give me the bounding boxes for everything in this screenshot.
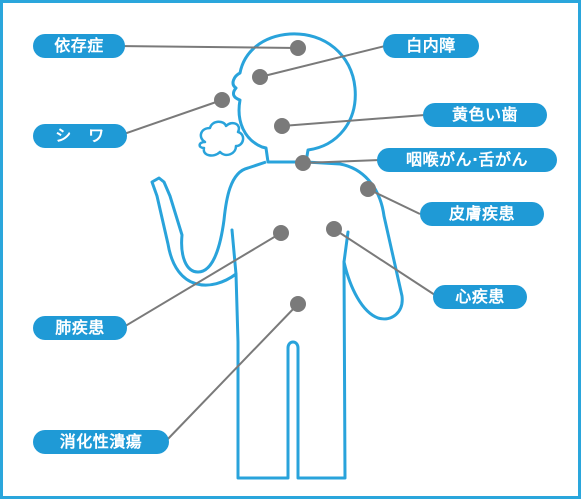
body-outline xyxy=(150,160,404,480)
marker-ulcer xyxy=(290,296,306,312)
line-skin xyxy=(367,188,421,215)
line-yellow-teeth xyxy=(281,114,426,127)
label-peptic-ulcer: 消化性潰瘍 xyxy=(33,430,169,454)
label-cataract: 白内障 xyxy=(383,34,479,58)
line-ulcer xyxy=(164,303,299,443)
leader-lines xyxy=(117,45,439,443)
marker-lung xyxy=(273,225,289,241)
line-throat xyxy=(302,159,381,164)
line-wrinkles xyxy=(117,99,223,137)
marker-skin xyxy=(360,181,376,197)
marker-throat xyxy=(295,155,311,171)
label-throat-tongue-cancer: 咽喉がん·舌がん xyxy=(377,148,557,172)
line-dependence xyxy=(117,45,299,49)
marker-cataract xyxy=(252,69,268,85)
label-yellow-teeth: 黄色い歯 xyxy=(423,103,547,127)
label-heart-disease: 心疾患 xyxy=(433,285,527,309)
marker-yellow-teeth xyxy=(274,118,290,134)
line-lung xyxy=(121,232,282,329)
marker-dependence xyxy=(290,40,306,56)
line-heart xyxy=(333,228,439,298)
head-outline xyxy=(231,32,357,164)
label-wrinkles: シ ワ xyxy=(33,124,127,148)
label-dependence: 依存症 xyxy=(33,34,125,58)
label-lung-disease: 肺疾患 xyxy=(33,316,127,340)
smoke-puff-icon xyxy=(198,120,245,157)
marker-heart xyxy=(326,221,342,237)
line-cataract xyxy=(259,45,386,78)
markers xyxy=(214,40,376,312)
label-skin-disease: 皮膚疾患 xyxy=(420,202,544,226)
marker-wrinkles xyxy=(214,92,230,108)
